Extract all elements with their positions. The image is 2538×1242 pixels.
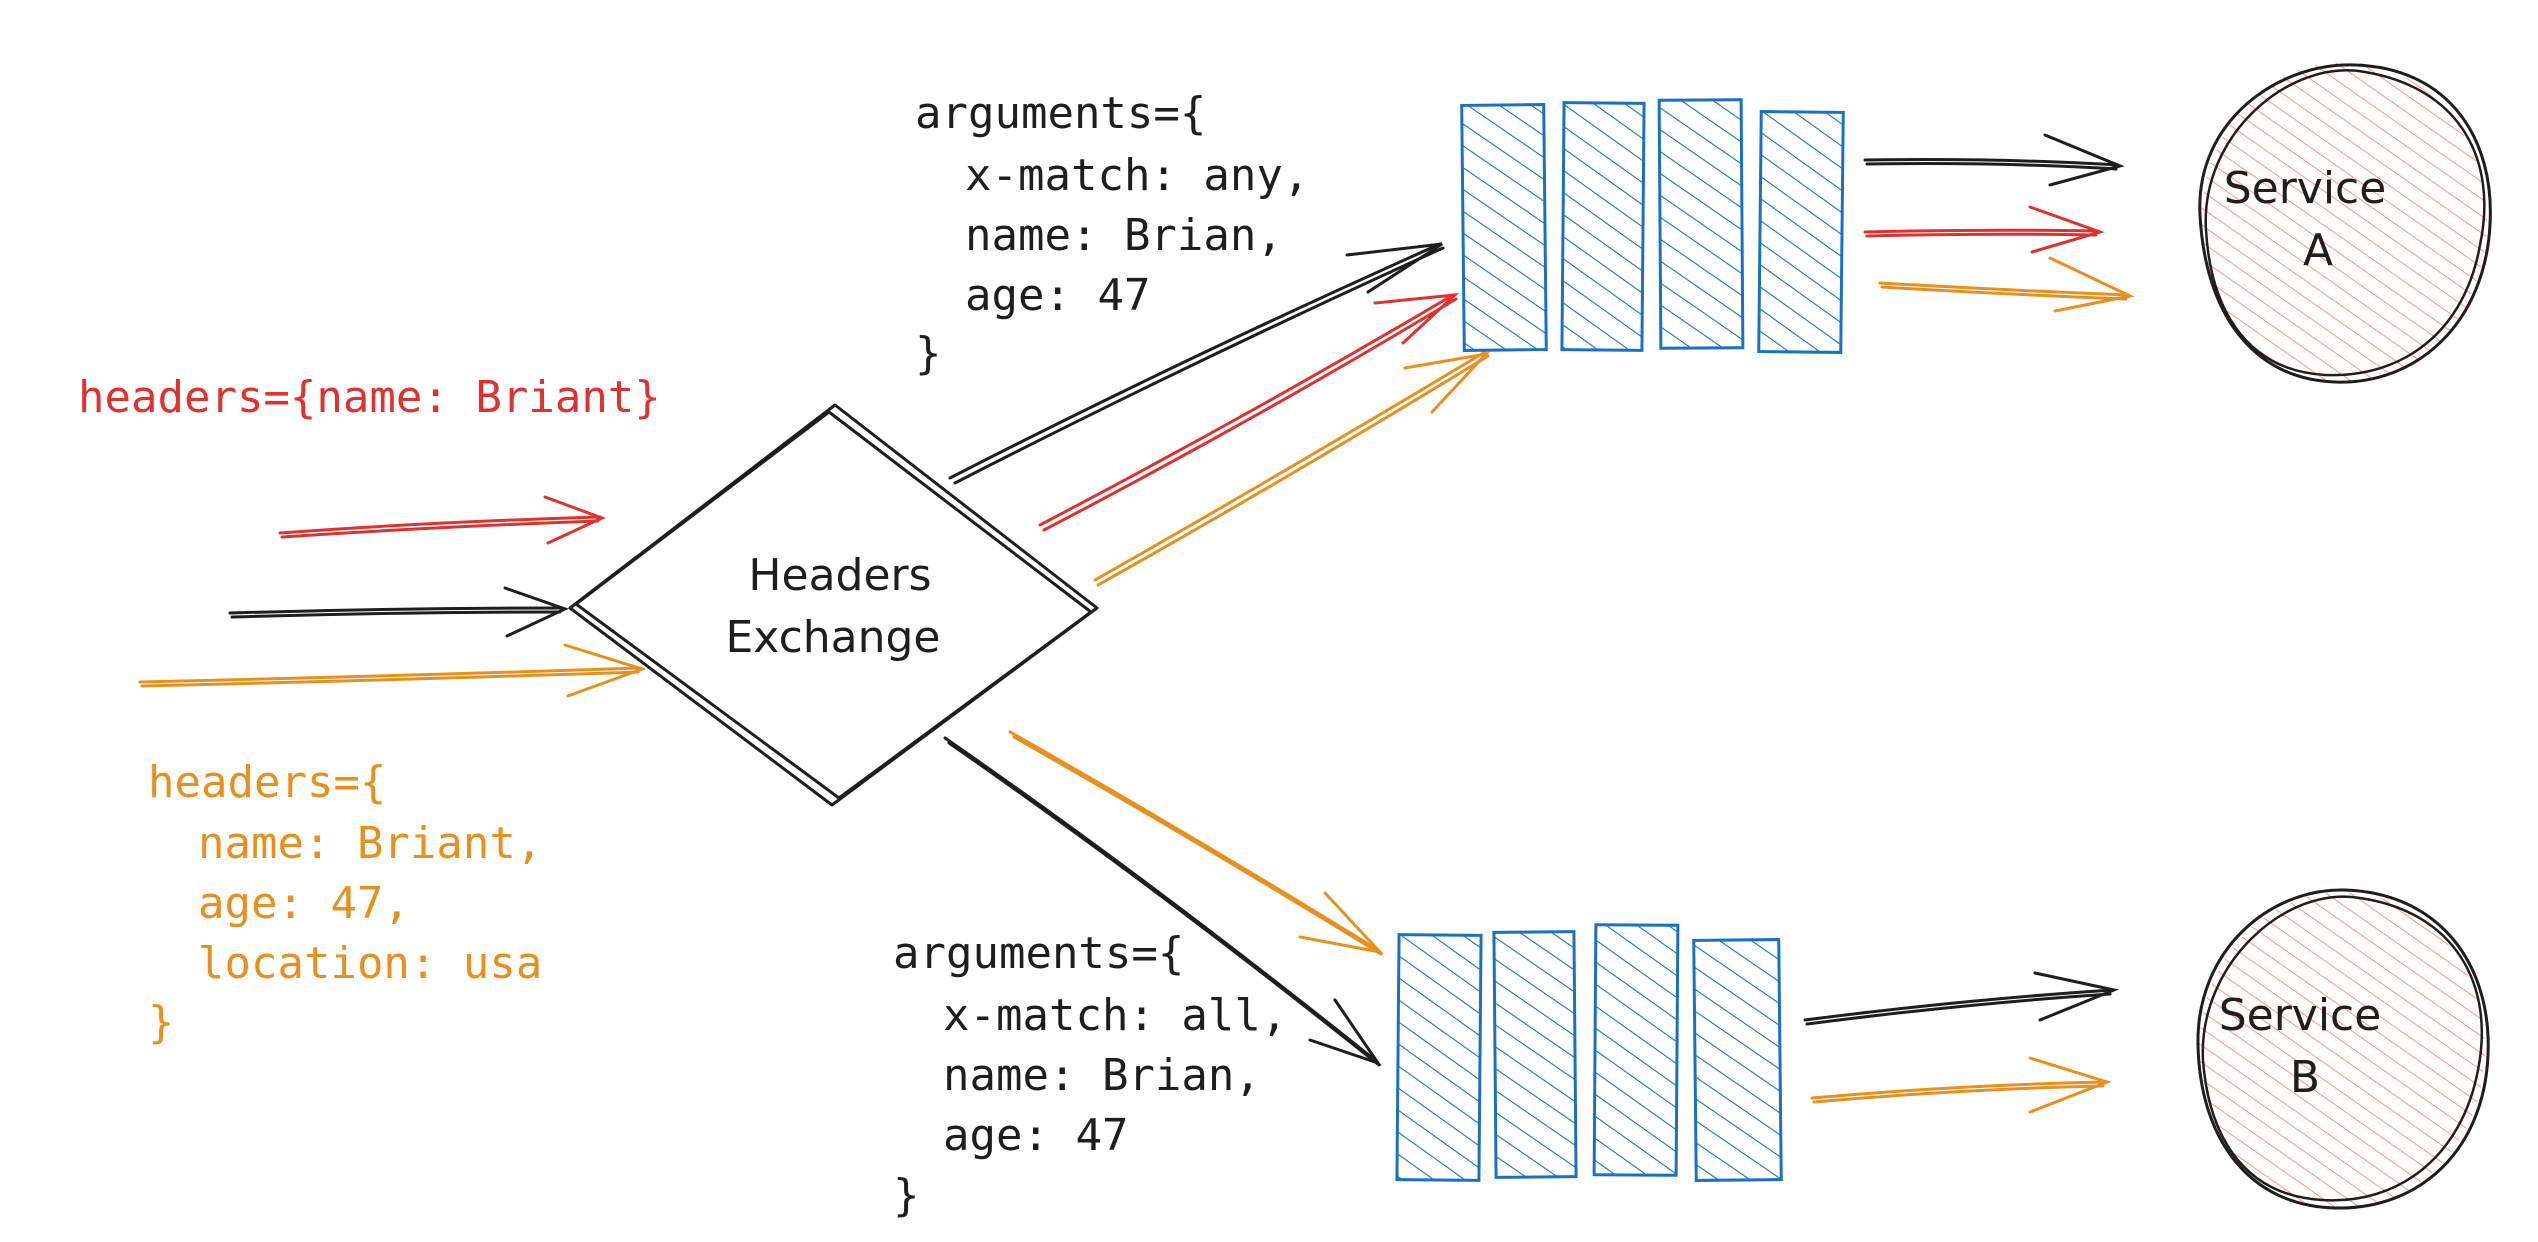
binding-top-arguments: arguments={ x-match: any, name: Brian, a… bbox=[915, 88, 1309, 379]
queue-bottom-slot bbox=[1692, 938, 1783, 1182]
orange-headers-line: age: 47, bbox=[198, 878, 410, 929]
binding-bottom-close: } bbox=[893, 1170, 920, 1221]
queue-bottom-slot bbox=[1492, 930, 1578, 1179]
orange-headers-line: location: usa bbox=[198, 938, 542, 989]
incoming-orange-arrow bbox=[138, 643, 647, 698]
top-queue-to-service-a-red-arrow bbox=[1863, 205, 2105, 254]
top-queue-to-service-a-orange-arrow bbox=[1878, 256, 2135, 313]
orange-headers-close: } bbox=[148, 997, 175, 1048]
orange-headers-open: headers={ bbox=[148, 757, 386, 808]
bottom-queue-to-service-b-orange-arrow bbox=[1810, 1056, 2112, 1114]
queue-top-slot bbox=[1460, 103, 1548, 352]
service-b-label: Service B bbox=[2219, 990, 2382, 1103]
service-a-label-line1: Service bbox=[2224, 163, 2387, 214]
exchange-label-line2: Exchange bbox=[726, 612, 941, 663]
binding-top-open: arguments={ bbox=[915, 88, 1206, 139]
service-b-circle bbox=[2196, 888, 2490, 1210]
exchange-to-bottom-queue-black-arrow bbox=[943, 736, 1382, 1067]
service-b-label-line2: B bbox=[2290, 1052, 2320, 1103]
binding-bottom-line: age: 47 bbox=[943, 1110, 1128, 1161]
orange-headers-block: headers={ name: Briant, age: 47, locatio… bbox=[148, 757, 542, 1048]
exchange-label: Headers Exchange bbox=[726, 550, 941, 663]
exchange-label-line1: Headers bbox=[748, 550, 931, 601]
exchange-to-top-queue-red-arrow bbox=[1038, 293, 1460, 532]
queue-bottom bbox=[1395, 923, 1783, 1182]
service-a-label-line2: A bbox=[2303, 225, 2333, 276]
queue-bottom-slot bbox=[1395, 933, 1483, 1182]
queue-top-slot bbox=[1757, 110, 1845, 354]
exchange-to-top-queue-orange-arrow bbox=[1093, 350, 1491, 587]
exchange-diamond bbox=[568, 403, 1099, 807]
service-a-label: Service A bbox=[2224, 163, 2387, 276]
exchange-to-top-queue-black-arrow bbox=[948, 242, 1445, 485]
queue-bottom-slot bbox=[1592, 923, 1680, 1177]
queue-top-slot bbox=[1560, 101, 1646, 352]
binding-top-line: name: Brian, bbox=[965, 210, 1283, 261]
bottom-queue-to-service-b-black-arrow bbox=[1803, 971, 2120, 1026]
binding-bottom-open: arguments={ bbox=[893, 928, 1184, 979]
binding-bottom-arguments: arguments={ x-match: all, name: Brian, a… bbox=[893, 928, 1287, 1221]
binding-top-line: x-match: any, bbox=[965, 150, 1309, 201]
binding-top-close: } bbox=[915, 328, 942, 379]
red-headers-label: headers={name: Briant} bbox=[78, 372, 661, 423]
binding-bottom-line: name: Brian, bbox=[943, 1050, 1261, 1101]
service-a-circle bbox=[2198, 62, 2492, 384]
binding-bottom-line: x-match: all, bbox=[943, 990, 1287, 1041]
binding-top-line: age: 47 bbox=[965, 270, 1150, 321]
incoming-red-arrow bbox=[278, 495, 606, 545]
queue-top bbox=[1460, 98, 1845, 354]
top-queue-to-service-a-black-arrow bbox=[1863, 133, 2125, 187]
orange-headers-line: name: Briant, bbox=[198, 818, 542, 869]
incoming-black-arrow bbox=[228, 586, 569, 638]
service-b-label-line1: Service bbox=[2219, 990, 2382, 1041]
exchange-to-bottom-queue-orange-arrow bbox=[1008, 730, 1385, 956]
queue-top-slot bbox=[1657, 98, 1745, 350]
